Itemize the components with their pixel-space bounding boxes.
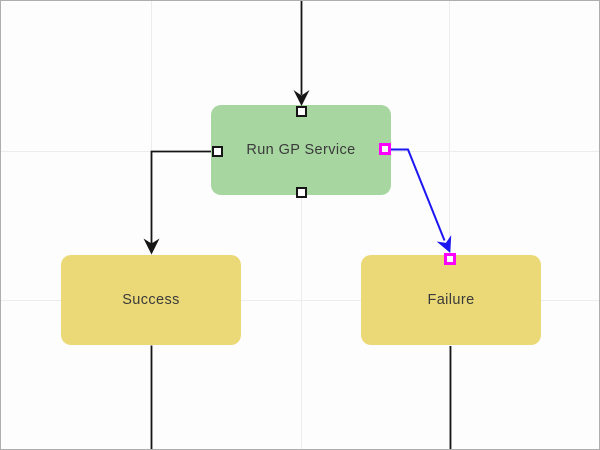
- connector-to-success-arrowhead[interactable]: [143, 238, 160, 255]
- node-run-gp-service[interactable]: Run GP Service: [211, 105, 391, 195]
- node-label: Failure: [427, 292, 475, 308]
- port-handle-failure-top-selected[interactable]: [444, 253, 456, 265]
- node-label: Run GP Service: [246, 142, 356, 158]
- port-handle-top[interactable]: [296, 106, 307, 117]
- connector-to-success[interactable]: [150, 150, 212, 245]
- node-success[interactable]: Success: [61, 255, 241, 345]
- connector-incoming-top-arrowhead[interactable]: [293, 90, 310, 106]
- connector-to-failure-selected[interactable]: [391, 148, 446, 241]
- node-label: Success: [122, 292, 180, 308]
- node-failure[interactable]: Failure: [361, 255, 541, 345]
- connector-to-failure-arrowhead[interactable]: [436, 235, 452, 253]
- port-handle-right-selected[interactable]: [379, 143, 391, 155]
- port-handle-bottom[interactable]: [296, 187, 307, 198]
- port-handle-left[interactable]: [212, 146, 223, 157]
